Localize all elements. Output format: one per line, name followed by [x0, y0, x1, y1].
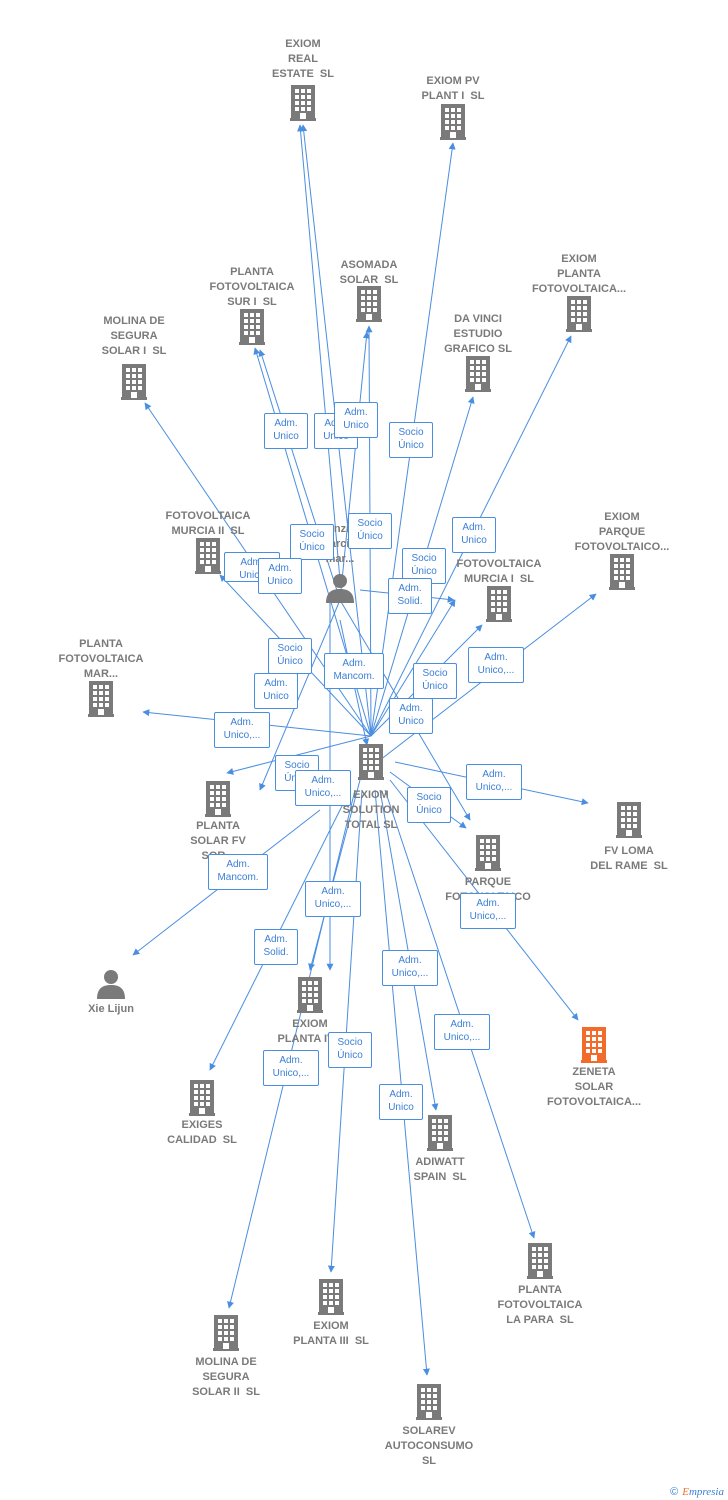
relation-label[interactable]: Adm. Unico,...: [460, 893, 516, 929]
node-label[interactable]: PLANTA FOTOVOLTAICA SUR I SL: [209, 266, 295, 308]
relation-label[interactable]: Socio Único: [268, 638, 312, 674]
relation-label[interactable]: Adm. Solid.: [254, 929, 298, 965]
node-label[interactable]: EXIOM PV PLANT I SL: [421, 75, 485, 102]
relation-label[interactable]: Adm. Unico,...: [305, 881, 361, 917]
person-icon[interactable]: [326, 574, 354, 603]
relation-label[interactable]: Socio Único: [389, 422, 433, 458]
relation-label[interactable]: Adm. Unico: [264, 413, 308, 449]
node-label[interactable]: MOLINA DE SEGURA SOLAR II SL: [192, 1356, 260, 1398]
node-label[interactable]: ADIWATT SPAIN SL: [413, 1156, 467, 1183]
node-label[interactable]: ASOMADA SOLAR SL: [339, 259, 399, 286]
relation-label[interactable]: Adm. Unico: [254, 673, 298, 709]
relation-label[interactable]: Adm. Unico: [389, 698, 433, 734]
relation-label[interactable]: Socio Único: [328, 1032, 372, 1068]
relation-label[interactable]: Adm. Unico,...: [382, 950, 438, 986]
node-label[interactable]: MOLINA DE SEGURA SOLAR I SL: [101, 315, 167, 357]
relation-label[interactable]: Socio Único: [413, 663, 457, 699]
building-icon[interactable]: [416, 1384, 442, 1420]
node-label[interactable]: FOTOVOLTAICA MURCIA I SL: [456, 558, 542, 585]
node-label[interactable]: PLANTA FOTOVOLTAICA LA PARA SL: [497, 1284, 583, 1326]
node-label[interactable]: FOTOVOLTAICA MURCIA II SL: [165, 510, 251, 537]
building-icon[interactable]: [297, 977, 323, 1013]
building-icon[interactable]: [358, 744, 384, 780]
relation-label[interactable]: Adm. Unico,...: [214, 712, 270, 748]
relation-label[interactable]: Adm. Unico: [258, 558, 302, 594]
edge-line: [297, 124, 341, 581]
building-icon[interactable]: [475, 835, 501, 871]
relation-label[interactable]: Adm. Unico: [452, 517, 496, 553]
node-label[interactable]: EXIOM SOLUTION TOTAL SL: [342, 789, 400, 831]
edge-line: [259, 599, 341, 791]
building-icon[interactable]: [616, 802, 642, 838]
relation-label[interactable]: Adm. Unico: [334, 402, 378, 438]
building-icon[interactable]: [465, 356, 491, 392]
building-icon[interactable]: [440, 104, 466, 140]
node-label[interactable]: EXIOM REAL ESTATE SL: [272, 38, 334, 80]
edge-line: [227, 789, 356, 1309]
relation-label[interactable]: Adm. Unico,...: [263, 1050, 319, 1086]
relation-label[interactable]: Socio Único: [290, 524, 334, 560]
building-icon[interactable]: [609, 554, 635, 590]
building-icon[interactable]: [581, 1027, 607, 1063]
building-icon[interactable]: [239, 309, 265, 345]
node-label[interactable]: EXIOM PLANTA FOTOVOLTAICA...: [531, 253, 627, 295]
node-label[interactable]: DA VINCI ESTUDIO GRAFICO SL: [444, 313, 512, 355]
node-label[interactable]: SOLAREV AUTOCONSUMO SL: [384, 1425, 474, 1467]
relation-label[interactable]: Adm. Unico,...: [295, 770, 351, 806]
building-icon[interactable]: [427, 1115, 453, 1151]
relation-label[interactable]: Adm. Mancom.: [324, 653, 384, 689]
edge-line: [308, 779, 361, 971]
node-label[interactable]: EXIOM PARQUE FOTOVOLTAICO...: [574, 511, 670, 553]
empresia-logo[interactable]: ©Empresia: [670, 1486, 724, 1498]
relation-label[interactable]: Adm. Unico,...: [434, 1014, 490, 1050]
relation-label[interactable]: Adm. Mancom.: [208, 854, 268, 890]
copyright-icon: ©: [670, 1486, 679, 1498]
building-icon[interactable]: [290, 85, 316, 121]
relation-label[interactable]: Adm. Unico,...: [466, 764, 522, 800]
edge-line: [327, 789, 363, 1273]
building-icon[interactable]: [566, 296, 592, 332]
edge-line: [226, 735, 372, 775]
building-icon[interactable]: [189, 1080, 215, 1116]
relation-label[interactable]: Socio Único: [407, 787, 451, 823]
building-icon[interactable]: [486, 586, 512, 622]
node-label[interactable]: Xie Lijun: [88, 1003, 134, 1015]
edge-line: [374, 789, 430, 1376]
node-label[interactable]: FV LOMA DEL RAME SL: [590, 845, 668, 872]
relation-label[interactable]: Adm. Solid.: [388, 578, 432, 614]
building-icon[interactable]: [318, 1279, 344, 1315]
building-icon[interactable]: [527, 1243, 553, 1279]
relation-label[interactable]: Socio Único: [348, 513, 392, 549]
relation-label[interactable]: Adm. Unico: [379, 1084, 423, 1120]
node-label[interactable]: EXIOM PLANTA III SL: [293, 1320, 369, 1347]
edge-line: [339, 331, 370, 601]
building-icon[interactable]: [88, 681, 114, 717]
node-label[interactable]: PLANTA FOTOVOLTAICA MAR...: [58, 638, 144, 680]
node-label[interactable]: ZENETA SOLAR FOTOVOLTAICA...: [546, 1066, 642, 1108]
building-icon[interactable]: [121, 364, 147, 400]
building-icon[interactable]: [195, 538, 221, 574]
person-icon[interactable]: [97, 970, 125, 999]
node-label[interactable]: EXIGES CALIDAD SL: [167, 1119, 237, 1146]
building-icon[interactable]: [213, 1315, 239, 1351]
relation-label[interactable]: Adm. Unico,...: [468, 647, 524, 683]
building-icon[interactable]: [356, 286, 382, 322]
building-icon[interactable]: [205, 781, 231, 817]
